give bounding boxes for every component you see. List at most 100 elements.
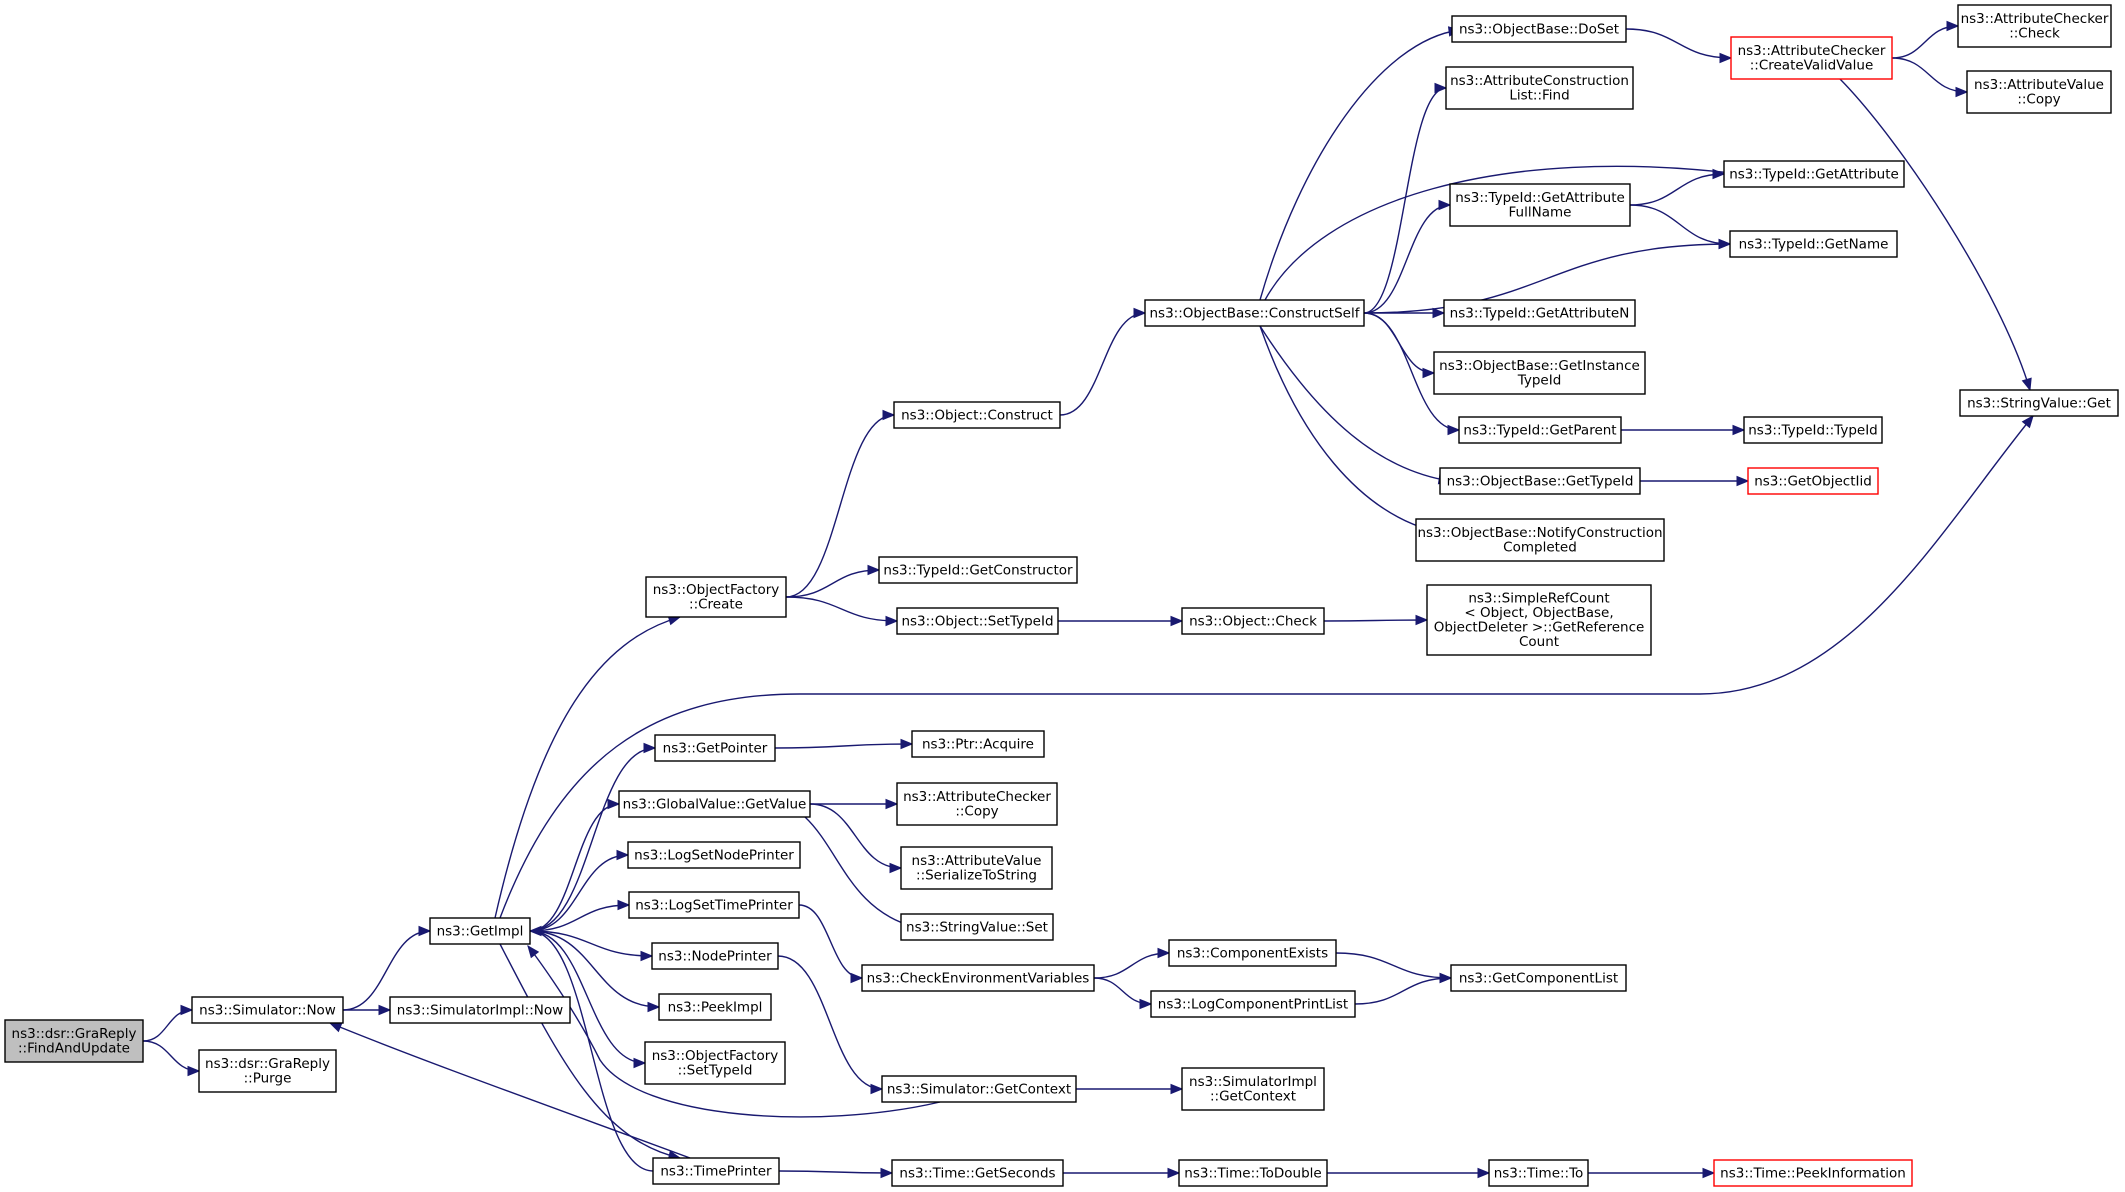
- node-timepeek[interactable]: ns3::Time::PeekInformation: [1713, 1159, 1913, 1187]
- node-box[interactable]: [911, 730, 1045, 758]
- node-simimplnow[interactable]: ns3::SimulatorImpl::Now: [389, 996, 571, 1024]
- node-getpointer[interactable]: ns3::GetPointer: [654, 734, 776, 762]
- node-box[interactable]: [900, 846, 1053, 890]
- node-tidgetctor[interactable]: ns3::TypeId::GetConstructor: [878, 556, 1078, 584]
- node-box[interactable]: [651, 942, 779, 970]
- node-box[interactable]: [644, 1041, 786, 1085]
- node-accheck[interactable]: ns3::AttributeChecker::Check: [1957, 4, 2112, 48]
- node-logsetnode[interactable]: ns3::LogSetNodePrinter: [627, 841, 801, 869]
- node-logsettime[interactable]: ns3::LogSetTimePrinter: [628, 891, 800, 919]
- node-box[interactable]: [861, 964, 1095, 992]
- node-avser[interactable]: ns3::AttributeValue::SerializeToString: [900, 846, 1053, 890]
- node-objsettypeid[interactable]: ns3::Object::SetTypeId: [896, 607, 1059, 635]
- node-nodeprinter[interactable]: ns3::NodePrinter: [651, 942, 779, 970]
- node-box[interactable]: [1443, 299, 1636, 327]
- node-purge[interactable]: ns3::dsr::GraReply::Purge: [198, 1049, 337, 1093]
- node-simimplgetctx[interactable]: ns3::SimulatorImpl::GetContext: [1181, 1067, 1325, 1111]
- node-box[interactable]: [658, 993, 772, 1021]
- node-box[interactable]: [1743, 416, 1883, 444]
- node-timegetsec[interactable]: ns3::Time::GetSeconds: [891, 1159, 1064, 1187]
- node-box[interactable]: [1729, 230, 1898, 258]
- node-accopy[interactable]: ns3::AttributeChecker::Copy: [896, 782, 1058, 826]
- node-box[interactable]: [1181, 1067, 1325, 1111]
- node-box[interactable]: [896, 607, 1059, 635]
- node-getcomplist[interactable]: ns3::GetComponentList: [1450, 964, 1627, 992]
- node-box[interactable]: [1445, 66, 1634, 110]
- node-obnotify[interactable]: ns3::ObjectBase::NotifyConstructionCompl…: [1415, 518, 1665, 562]
- node-box[interactable]: [1449, 183, 1631, 227]
- node-obconstructself[interactable]: ns3::ObjectBase::ConstructSelf: [1144, 299, 1365, 327]
- node-box[interactable]: [627, 841, 801, 869]
- node-box[interactable]: [1168, 939, 1337, 967]
- node-box[interactable]: [1458, 416, 1622, 444]
- node-tidgetattrn[interactable]: ns3::TypeId::GetAttributeN: [1443, 299, 1636, 327]
- node-box[interactable]: [1723, 160, 1905, 188]
- node-box[interactable]: [1450, 964, 1627, 992]
- node-box[interactable]: [1966, 70, 2112, 114]
- node-box[interactable]: [618, 790, 811, 818]
- node-box[interactable]: [429, 917, 531, 945]
- node-box[interactable]: [1415, 518, 1665, 562]
- node-avcopy[interactable]: ns3::AttributeValue::Copy: [1966, 70, 2112, 114]
- node-box[interactable]: [389, 996, 571, 1024]
- node-findandupdate[interactable]: ns3::dsr::GraReply::FindAndUpdate: [4, 1019, 144, 1063]
- node-box[interactable]: [878, 556, 1078, 584]
- node-box[interactable]: [1957, 4, 2112, 48]
- node-box[interactable]: [1747, 467, 1879, 495]
- node-box[interactable]: [1433, 351, 1646, 395]
- node-box[interactable]: [4, 1019, 144, 1063]
- node-box[interactable]: [1426, 584, 1652, 656]
- node-peekimpl[interactable]: ns3::PeekImpl: [658, 993, 772, 1021]
- node-box[interactable]: [891, 1159, 1064, 1187]
- node-timeto[interactable]: ns3::Time::To: [1488, 1159, 1589, 1187]
- node-box[interactable]: [1959, 389, 2119, 417]
- node-svset[interactable]: ns3::StringValue::Set: [900, 913, 1054, 941]
- node-obgettypeid[interactable]: ns3::ObjectBase::GetTypeId: [1439, 467, 1641, 495]
- node-timeprinter[interactable]: ns3::TimePrinter: [652, 1157, 780, 1185]
- node-box[interactable]: [1150, 990, 1356, 1018]
- node-refcount[interactable]: ns3::SimpleRefCount< Object, ObjectBase,…: [1426, 584, 1652, 656]
- node-timetodouble[interactable]: ns3::Time::ToDouble: [1178, 1159, 1328, 1187]
- node-objconstruct[interactable]: ns3::Object::Construct: [893, 401, 1061, 429]
- node-box[interactable]: [1730, 36, 1893, 80]
- node-box[interactable]: [198, 1049, 337, 1093]
- node-box[interactable]: [645, 576, 787, 618]
- node-accreatevalid[interactable]: ns3::AttributeChecker::CreateValidValue: [1730, 36, 1893, 80]
- node-box[interactable]: [654, 734, 776, 762]
- node-getobjectiid[interactable]: ns3::GetObjectIid: [1747, 467, 1879, 495]
- node-box[interactable]: [1178, 1159, 1328, 1187]
- node-tidgetname[interactable]: ns3::TypeId::GetName: [1729, 230, 1898, 258]
- node-compexists[interactable]: ns3::ComponentExists: [1168, 939, 1337, 967]
- node-tidtypeid[interactable]: ns3::TypeId::TypeId: [1743, 416, 1883, 444]
- node-logcompprint[interactable]: ns3::LogComponentPrintList: [1150, 990, 1356, 1018]
- node-box[interactable]: [881, 1075, 1077, 1103]
- node-ptracquire[interactable]: ns3::Ptr::Acquire: [911, 730, 1045, 758]
- node-box[interactable]: [1713, 1159, 1913, 1187]
- node-simnow[interactable]: ns3::Simulator::Now: [191, 996, 344, 1024]
- node-objcheck[interactable]: ns3::Object::Check: [1181, 607, 1325, 635]
- node-box[interactable]: [1488, 1159, 1589, 1187]
- node-tidgetparent[interactable]: ns3::TypeId::GetParent: [1458, 416, 1622, 444]
- node-box[interactable]: [1439, 467, 1641, 495]
- node-ofcreate[interactable]: ns3::ObjectFactory::Create: [645, 576, 787, 618]
- node-box[interactable]: [628, 891, 800, 919]
- node-simgetctx[interactable]: ns3::Simulator::GetContext: [881, 1075, 1077, 1103]
- node-box[interactable]: [652, 1157, 780, 1185]
- node-box[interactable]: [893, 401, 1061, 429]
- node-obdoset[interactable]: ns3::ObjectBase::DoSet: [1451, 15, 1627, 43]
- node-box[interactable]: [900, 913, 1054, 941]
- node-tidgetattr[interactable]: ns3::TypeId::GetAttribute: [1723, 160, 1905, 188]
- node-svget[interactable]: ns3::StringValue::Get: [1959, 389, 2119, 417]
- node-box[interactable]: [1451, 15, 1627, 43]
- node-ofsettypeid[interactable]: ns3::ObjectFactory::SetTypeId: [644, 1041, 786, 1085]
- node-getimpl[interactable]: ns3::GetImpl: [429, 917, 531, 945]
- node-box[interactable]: [896, 782, 1058, 826]
- node-box[interactable]: [1144, 299, 1365, 327]
- node-gvgetvalue[interactable]: ns3::GlobalValue::GetValue: [618, 790, 811, 818]
- node-checkenv[interactable]: ns3::CheckEnvironmentVariables: [861, 964, 1095, 992]
- node-box[interactable]: [191, 996, 344, 1024]
- node-box[interactable]: [1181, 607, 1325, 635]
